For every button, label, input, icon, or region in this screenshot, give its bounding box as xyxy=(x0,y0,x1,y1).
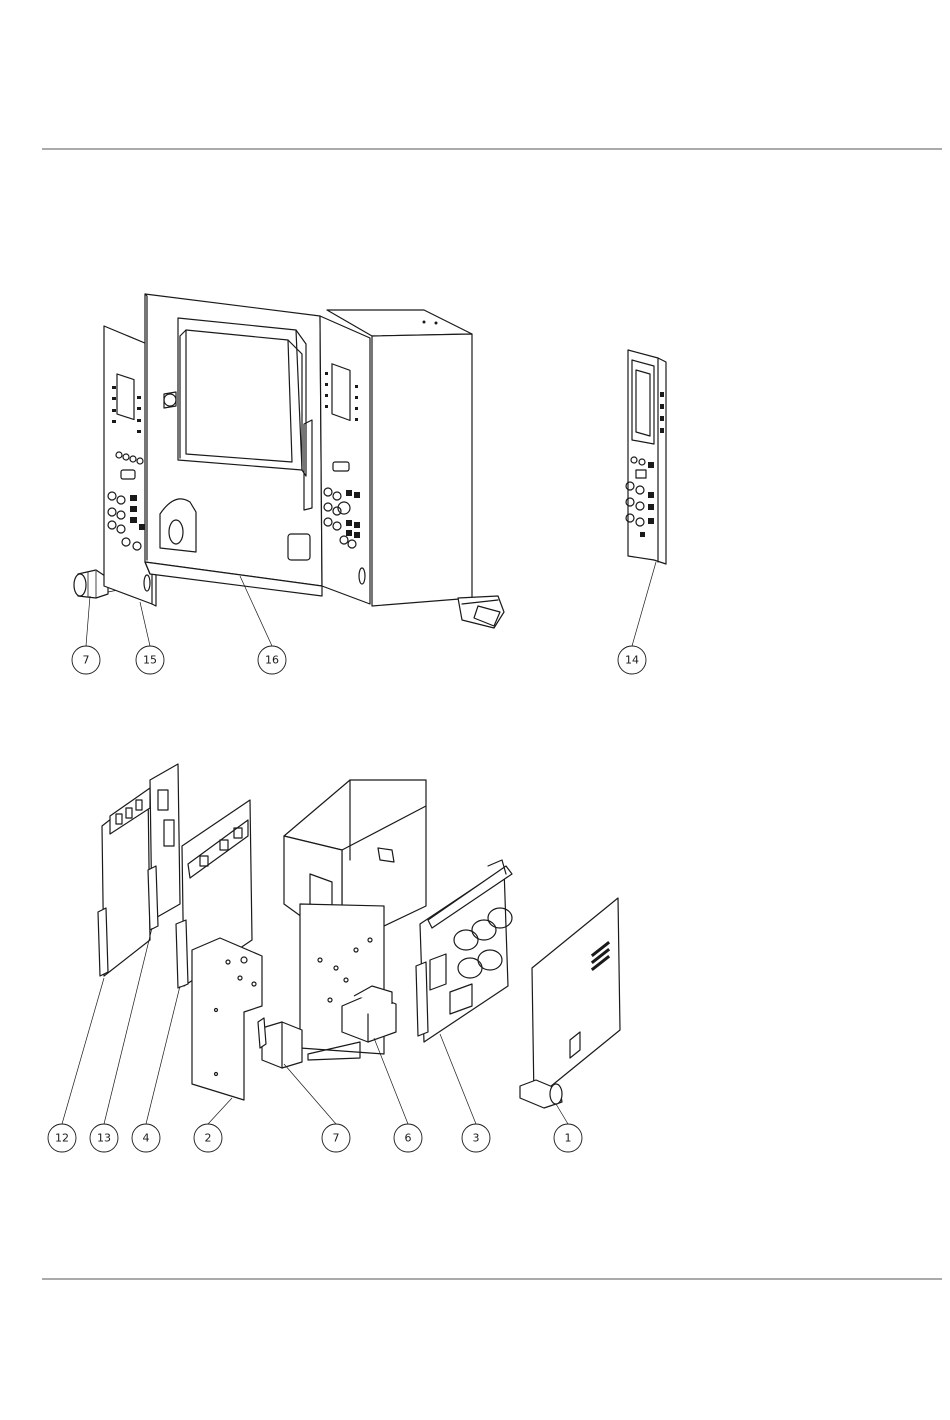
callout-balloon: 1 xyxy=(554,1124,582,1152)
callout-balloon: 3 xyxy=(462,1124,490,1152)
callout-balloon: 2 xyxy=(194,1124,222,1152)
svg-text:7: 7 xyxy=(333,1132,340,1145)
callout-balloon: 6 xyxy=(394,1124,422,1152)
cabinet-body xyxy=(320,310,504,628)
callouts-bottom: 12 13 4 2 7 6 3 1 xyxy=(48,1124,582,1152)
callout-balloon: 4 xyxy=(132,1124,160,1152)
svg-text:7: 7 xyxy=(83,654,90,667)
svg-text:12: 12 xyxy=(55,1132,69,1145)
callout-balloon: 15 xyxy=(136,646,164,674)
relay-block-7 xyxy=(258,1018,302,1068)
enclosure-assembly xyxy=(74,294,504,628)
callout-balloon: 14 xyxy=(618,646,646,674)
circuit-board-12 xyxy=(98,788,150,976)
callout-balloon: 13 xyxy=(90,1124,118,1152)
svg-text:2: 2 xyxy=(205,1132,212,1145)
svg-text:1: 1 xyxy=(565,1132,572,1145)
capacitor-assembly-3 xyxy=(416,860,512,1042)
callout-balloon: 7 xyxy=(72,646,100,674)
circuit-board-13 xyxy=(148,764,180,930)
callout-balloon: 7 xyxy=(322,1124,350,1152)
callouts-top: 7 15 16 14 xyxy=(72,646,646,674)
mounting-plate-2 xyxy=(192,938,262,1100)
svg-text:16: 16 xyxy=(265,654,279,667)
door-enclosure xyxy=(145,294,322,596)
callout-balloon: 12 xyxy=(48,1124,76,1152)
callout-balloon: 16 xyxy=(258,646,286,674)
display-module xyxy=(626,350,666,564)
svg-text:15: 15 xyxy=(143,654,157,667)
cover-plate-1 xyxy=(520,898,620,1108)
svg-text:6: 6 xyxy=(405,1132,412,1145)
svg-text:4: 4 xyxy=(143,1132,150,1145)
svg-text:14: 14 xyxy=(625,654,639,667)
svg-text:13: 13 xyxy=(97,1132,111,1145)
svg-text:3: 3 xyxy=(473,1132,480,1145)
